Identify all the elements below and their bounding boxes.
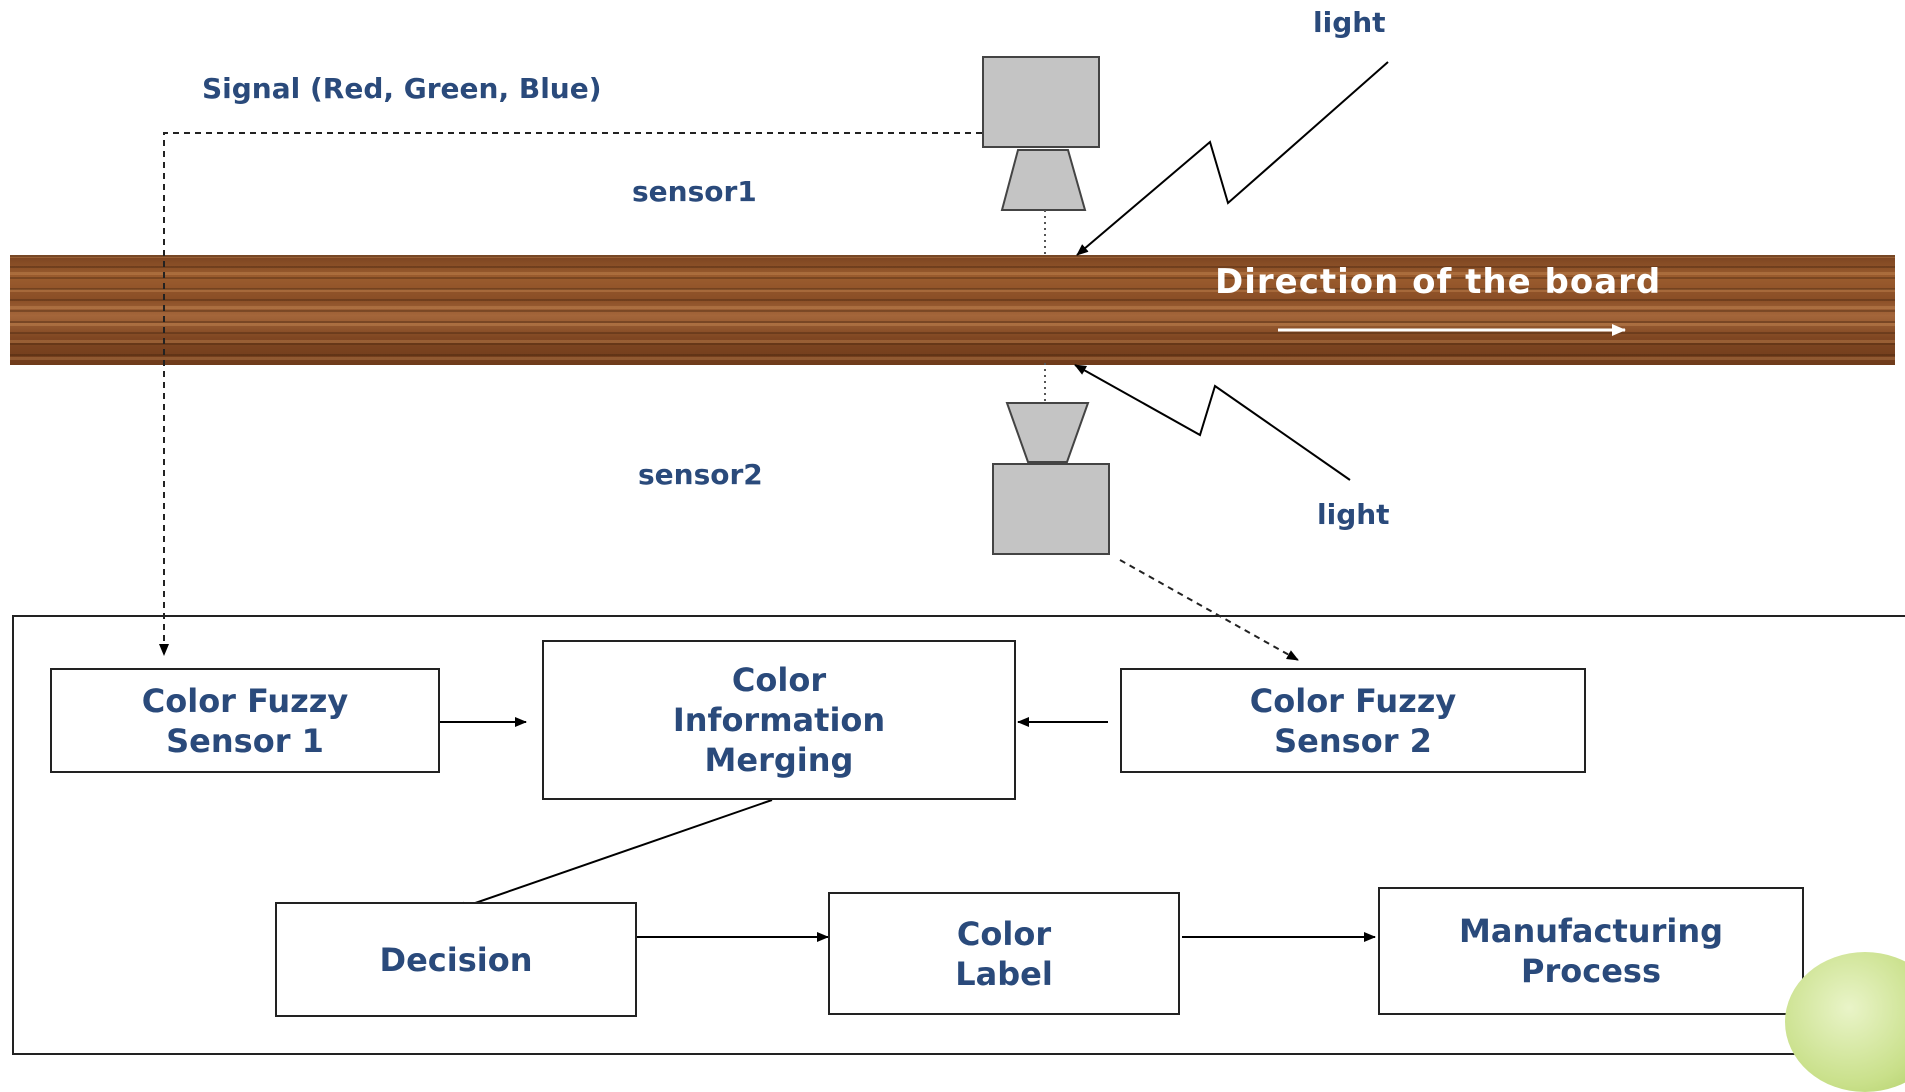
sensor1-camera-body [982,56,1100,148]
manufacturing-process-text: Manufacturing Process [1459,912,1723,990]
arrow-merging-to-decision [454,799,773,912]
color-fuzzy-sensor-2-box: Color Fuzzy Sensor 2 [1120,668,1586,773]
sensor2-label: sensor2 [638,458,763,491]
color-fuzzy-sensor-1-box: Color Fuzzy Sensor 1 [50,668,440,773]
sensor1-label: sensor1 [632,175,757,208]
manufacturing-process-box: Manufacturing Process [1378,887,1804,1015]
color-information-merging-text: Color Information Merging [672,661,886,779]
signal-line-sensor2 [1119,559,1299,661]
signal-label: Signal (Red, Green, Blue) [202,72,602,105]
color-fuzzy-sensor-2-text: Color Fuzzy Sensor 2 [1249,681,1457,760]
color-label-text: Color Label [955,914,1053,993]
light-label-bottom: light [1317,498,1390,531]
wood-board [10,255,1895,365]
color-label-box: Color Label [828,892,1180,1015]
diagram-connectors [159,61,1626,942]
decision-text: Decision [379,940,533,979]
color-fuzzy-sensor-1-text: Color Fuzzy Sensor 1 [141,681,349,760]
sensor2-lens [1005,402,1090,463]
decision-box: Decision [275,902,637,1017]
light-ray-bottom [1074,364,1351,481]
light-label-top: light [1313,6,1386,39]
light-ray-top [1076,61,1389,256]
sensor2-camera-body [992,463,1110,555]
color-information-merging-box: Color Information Merging [542,640,1016,800]
sensor1-lens [1000,149,1087,211]
direction-label: Direction of the board [1215,262,1662,302]
signal-line-sensor1 [159,132,982,656]
